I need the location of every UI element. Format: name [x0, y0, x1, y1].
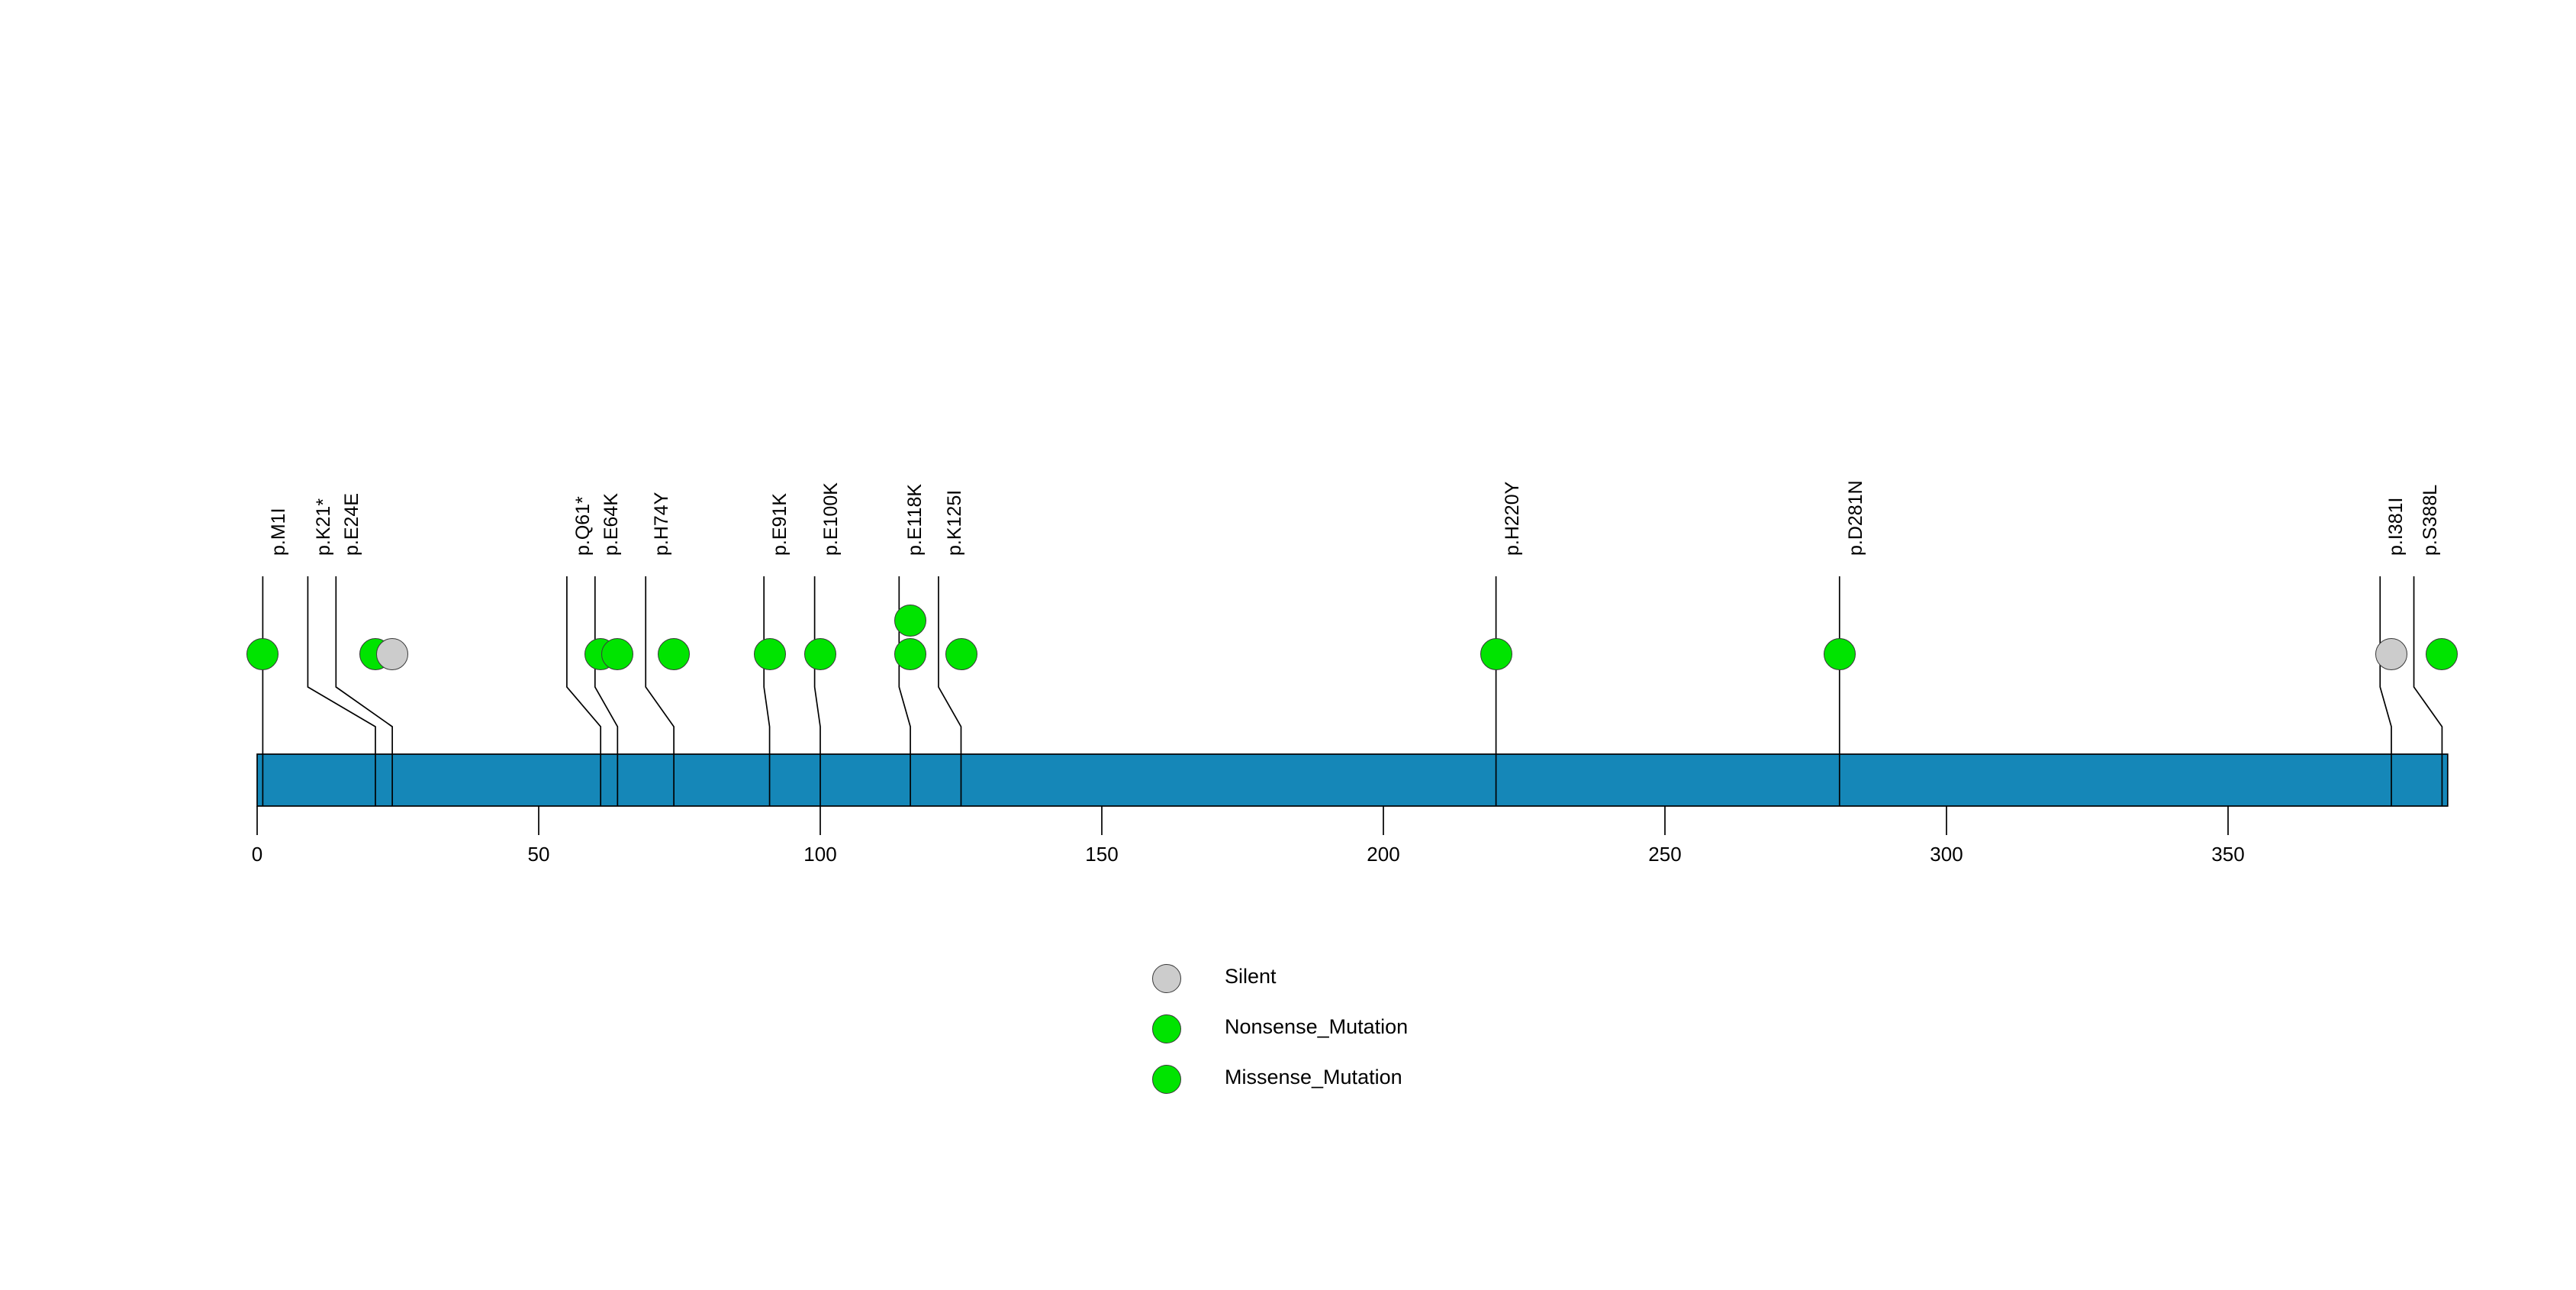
lollipop-dot[interactable]	[2375, 638, 2408, 670]
axis-tick-label: 0	[251, 843, 263, 866]
legend-label: Silent	[1225, 965, 1277, 988]
mutation-label[interactable]: p.K125I	[943, 489, 965, 556]
lollipop-dot[interactable]	[601, 638, 634, 670]
mutation-label[interactable]: p.H74Y	[651, 492, 673, 556]
lollipop-dot[interactable]	[894, 638, 927, 670]
lollipop-dot[interactable]	[376, 638, 409, 670]
mutation-label[interactable]: p.E64K	[600, 492, 622, 556]
lollipop-dot[interactable]	[753, 638, 786, 670]
lollipop-dot[interactable]	[945, 638, 977, 670]
legend-swatch-icon	[1152, 964, 1181, 993]
axis-tick-label: 100	[803, 843, 837, 866]
axis-tick-label: 150	[1085, 843, 1119, 866]
legend-label: Nonsense_Mutation	[1225, 1015, 1409, 1038]
legend-swatch-icon	[1152, 1014, 1181, 1043]
lollipop-dot[interactable]	[894, 605, 927, 637]
mutation-label[interactable]: p.S388L	[2419, 484, 2441, 556]
lollipop-dot[interactable]	[804, 638, 836, 670]
mutation-label[interactable]: p.E91K	[769, 492, 791, 556]
lollipop-dot[interactable]	[2426, 638, 2458, 670]
mutation-label[interactable]: p.E100K	[819, 482, 842, 556]
mutation-label[interactable]: p.M1I	[268, 508, 290, 556]
mutation-label[interactable]: p.E24E	[341, 492, 363, 556]
legend-label: Missense_Mutation	[1225, 1066, 1402, 1088]
lollipop-dot[interactable]	[246, 638, 279, 670]
axis-tick-label: 50	[527, 843, 550, 866]
lollipop-dot[interactable]	[658, 638, 691, 670]
mutation-label[interactable]: p.I381I	[2385, 497, 2407, 556]
legend-swatch-icon	[1152, 1065, 1181, 1094]
mutation-label[interactable]: p.Q61*	[572, 496, 594, 556]
lollipop-dot[interactable]	[1480, 638, 1512, 670]
axis-tick-label: 300	[1930, 843, 1963, 866]
axis-tick-label: 250	[1648, 843, 1682, 866]
lollipop-dot[interactable]	[1823, 638, 1856, 670]
mutation-label[interactable]: p.K21*	[313, 498, 335, 556]
mutation-label[interactable]: p.H220Y	[1501, 481, 1523, 556]
axis-tick-label: 350	[2211, 843, 2245, 866]
mutation-label[interactable]: p.E118K	[904, 483, 926, 556]
axis-tick-label: 200	[1367, 843, 1400, 866]
protein-backbone-bar[interactable]	[256, 753, 2449, 807]
mutation-label[interactable]: p.D281N	[1844, 480, 1866, 556]
